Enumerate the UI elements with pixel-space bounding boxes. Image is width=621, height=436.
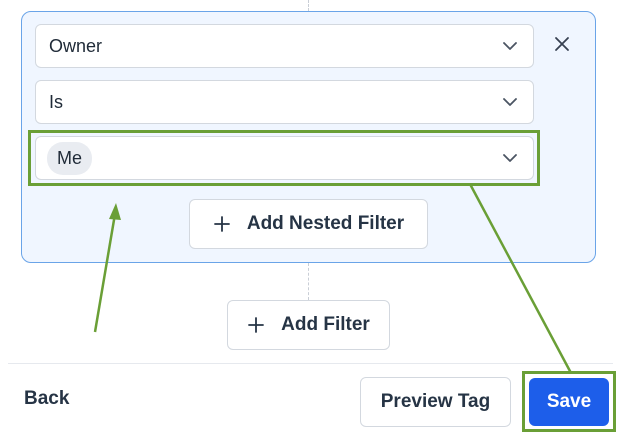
- close-icon: [555, 37, 569, 51]
- chevron-down-icon: [503, 154, 517, 162]
- add-filter-label: Add Filter: [281, 314, 370, 335]
- operator-select[interactable]: Is: [35, 80, 534, 124]
- operator-select-value: Is: [49, 91, 64, 112]
- value-select[interactable]: Me: [35, 136, 534, 180]
- chevron-down-icon: [503, 98, 517, 106]
- save-button[interactable]: Save: [529, 378, 609, 426]
- preview-tag-button[interactable]: Preview Tag: [360, 377, 511, 427]
- add-nested-filter-label: Add Nested Filter: [246, 213, 405, 234]
- chevron-down-icon: [503, 42, 517, 50]
- plus-icon: [248, 317, 265, 333]
- remove-filter-button[interactable]: [551, 33, 573, 55]
- add-filter-button[interactable]: Add Filter: [227, 300, 390, 350]
- value-chip[interactable]: Me: [47, 141, 93, 175]
- connector-line-top: [308, 0, 309, 11]
- connector-line-middle: [308, 263, 309, 300]
- field-select-value: Owner: [49, 35, 103, 56]
- back-button[interactable]: Back: [24, 388, 70, 409]
- footer-divider: [8, 363, 613, 364]
- value-select-chips: Me: [47, 141, 501, 175]
- add-nested-filter-button[interactable]: Add Nested Filter: [189, 199, 428, 249]
- plus-icon: [213, 216, 230, 232]
- save-label: Save: [546, 391, 592, 412]
- preview-tag-label: Preview Tag: [380, 391, 491, 412]
- field-select[interactable]: Owner: [35, 24, 534, 68]
